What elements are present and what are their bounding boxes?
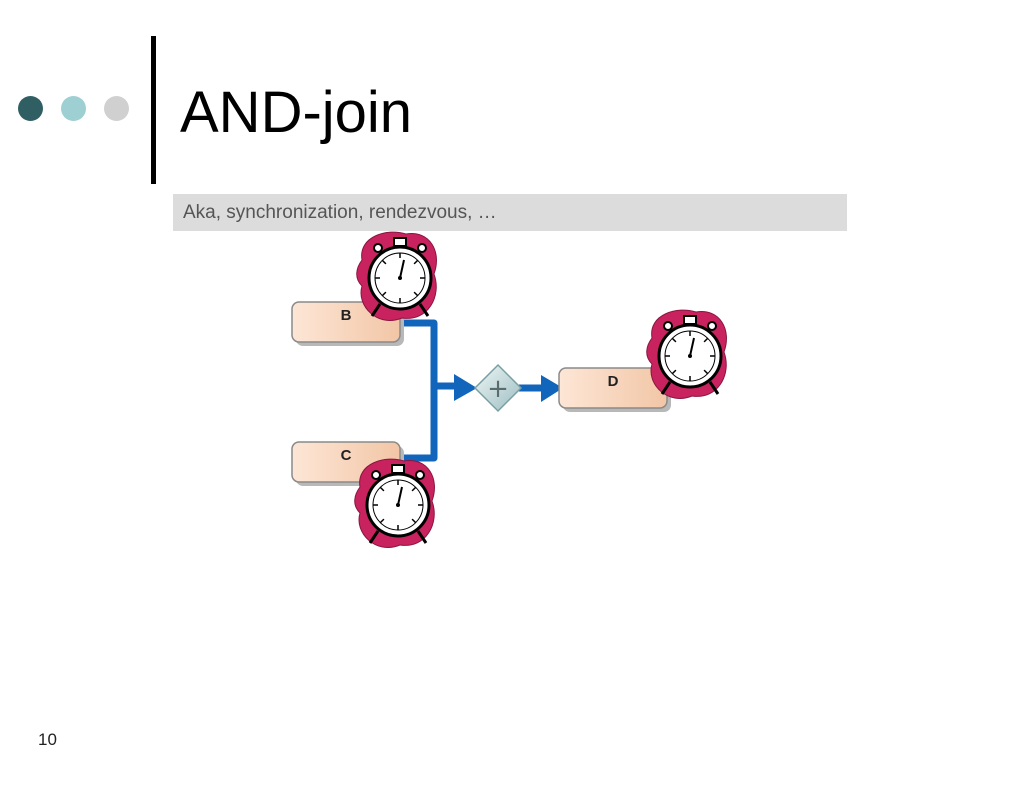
arrowhead-into-gateway [454, 374, 477, 401]
dot-gray [104, 96, 129, 121]
slide-title: AND-join [180, 80, 413, 145]
task-b-label: B [341, 307, 352, 324]
subtitle-box: Aka, synchronization, rendezvous, … [173, 194, 847, 231]
sequence-flows [400, 319, 563, 462]
task-c-label: C [341, 447, 352, 464]
gateway-plus-icon: + [487, 374, 509, 404]
page-number: 10 [38, 730, 57, 749]
flow-b-to-join [400, 319, 458, 390]
dot-dark [18, 96, 43, 121]
task-d: D [558, 367, 671, 412]
stopwatch-icon [355, 230, 438, 322]
arrowhead-into-d [541, 375, 563, 402]
flow-c-to-join [400, 386, 438, 462]
subtitle-text: Aka, synchronization, rendezvous, … [183, 202, 497, 223]
dot-teal [61, 96, 86, 121]
stopwatch-icon [645, 308, 728, 400]
parallel-gateway: + [473, 363, 523, 413]
title-divider [151, 36, 156, 184]
task-d-label: D [608, 373, 619, 390]
stopwatch-icon [353, 457, 436, 549]
